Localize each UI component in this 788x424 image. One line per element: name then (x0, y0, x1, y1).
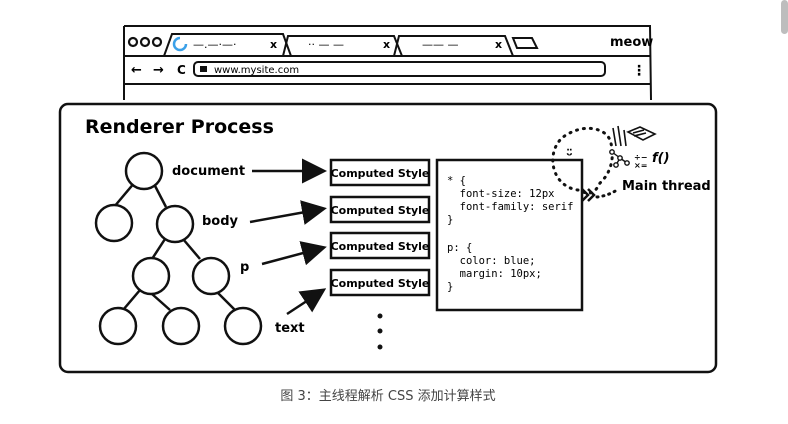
css-line: * { (447, 175, 466, 187)
new-tab-button[interactable] (511, 37, 539, 49)
label-document: document (172, 164, 245, 179)
css-line: font-family: serif (447, 201, 573, 213)
browser-window (123, 25, 652, 101)
function-glyph: f() (652, 151, 670, 166)
label-p: p (240, 260, 249, 275)
css-line: } (447, 214, 453, 226)
lock-icon (200, 66, 207, 72)
computed-style-label: Computed Style (331, 277, 430, 290)
address-bar[interactable] (193, 61, 606, 77)
dom-tree (94, 151, 263, 346)
computed-style-label: Computed Style (331, 167, 430, 180)
reload-icon[interactable]: C (177, 63, 186, 77)
label-text: text (275, 321, 305, 336)
css-code: * { font-size: 12px font-family: serif }… (447, 175, 573, 293)
chevron-arrows-icon (581, 188, 596, 202)
dom-node-leaf (161, 306, 201, 346)
address-url: www.mysite.com (214, 65, 299, 76)
browser-brand: meow (610, 35, 653, 50)
main-thread-label: Main thread (622, 179, 711, 194)
css-code-box (435, 158, 584, 312)
molecule-icon (609, 149, 630, 168)
math-symbols-icon: ×= (634, 161, 647, 170)
loading-spinner-icon (172, 36, 188, 52)
css-line: margin: 10px; (447, 268, 542, 280)
tab-3[interactable] (393, 35, 514, 57)
menu-icon[interactable]: ⋮ (632, 63, 646, 79)
dom-to-style-arrows (249, 158, 327, 316)
main-thread-dotted-arrow (595, 188, 619, 199)
computed-style-label: Computed Style (331, 240, 430, 253)
diagram: —.—·—· x ·· — — x —— — x meow ← → C www.… (58, 25, 718, 374)
forward-icon[interactable]: → (153, 63, 164, 78)
scrollbar-thumb[interactable] (781, 0, 788, 34)
renderer-process-title: Renderer Process (85, 116, 274, 138)
tab-3-close-icon[interactable]: x (495, 38, 502, 51)
css-line: font-size: 12px (447, 188, 554, 200)
computed-style-box: Computed Style (329, 268, 431, 297)
dom-node-p (191, 256, 231, 296)
label-body: body (202, 214, 239, 229)
ellipsis-dots (377, 313, 383, 350)
tab-2-close-icon[interactable]: x (383, 38, 390, 51)
tab-3-title: —— — (422, 38, 459, 51)
css-line: color: blue; (447, 255, 536, 267)
tab-1[interactable] (163, 33, 292, 57)
tab-1-title: —.—·—· (193, 38, 237, 51)
computed-style-box: Computed Style (329, 231, 431, 260)
face-icon: ᵕ̈ (566, 148, 573, 164)
dom-node-body (155, 204, 195, 244)
dom-node-document (124, 151, 164, 191)
back-icon[interactable]: ← (131, 63, 142, 78)
css-line: } (447, 281, 453, 293)
css-line: p: { (447, 242, 472, 254)
math-symbols-icon: ÷− (634, 153, 647, 162)
tab-1-close-icon[interactable]: x (270, 38, 277, 51)
dom-node-leaf (98, 306, 138, 346)
dom-node-child (131, 256, 171, 296)
dom-node-text (223, 306, 263, 346)
figure-caption: 图 3：主线程解析 CSS 添加计算样式 (280, 389, 496, 404)
tab-2[interactable] (282, 35, 403, 57)
dom-node-child (94, 203, 134, 243)
main-thread-dotted-outline (551, 126, 614, 195)
window-controls[interactable] (127, 36, 163, 48)
tab-2-title: ·· — — (308, 38, 344, 51)
computed-style-box: Computed Style (329, 158, 431, 187)
computed-style-label: Computed Style (331, 204, 430, 217)
books-icon (612, 125, 657, 147)
computed-style-box: Computed Style (329, 195, 431, 224)
